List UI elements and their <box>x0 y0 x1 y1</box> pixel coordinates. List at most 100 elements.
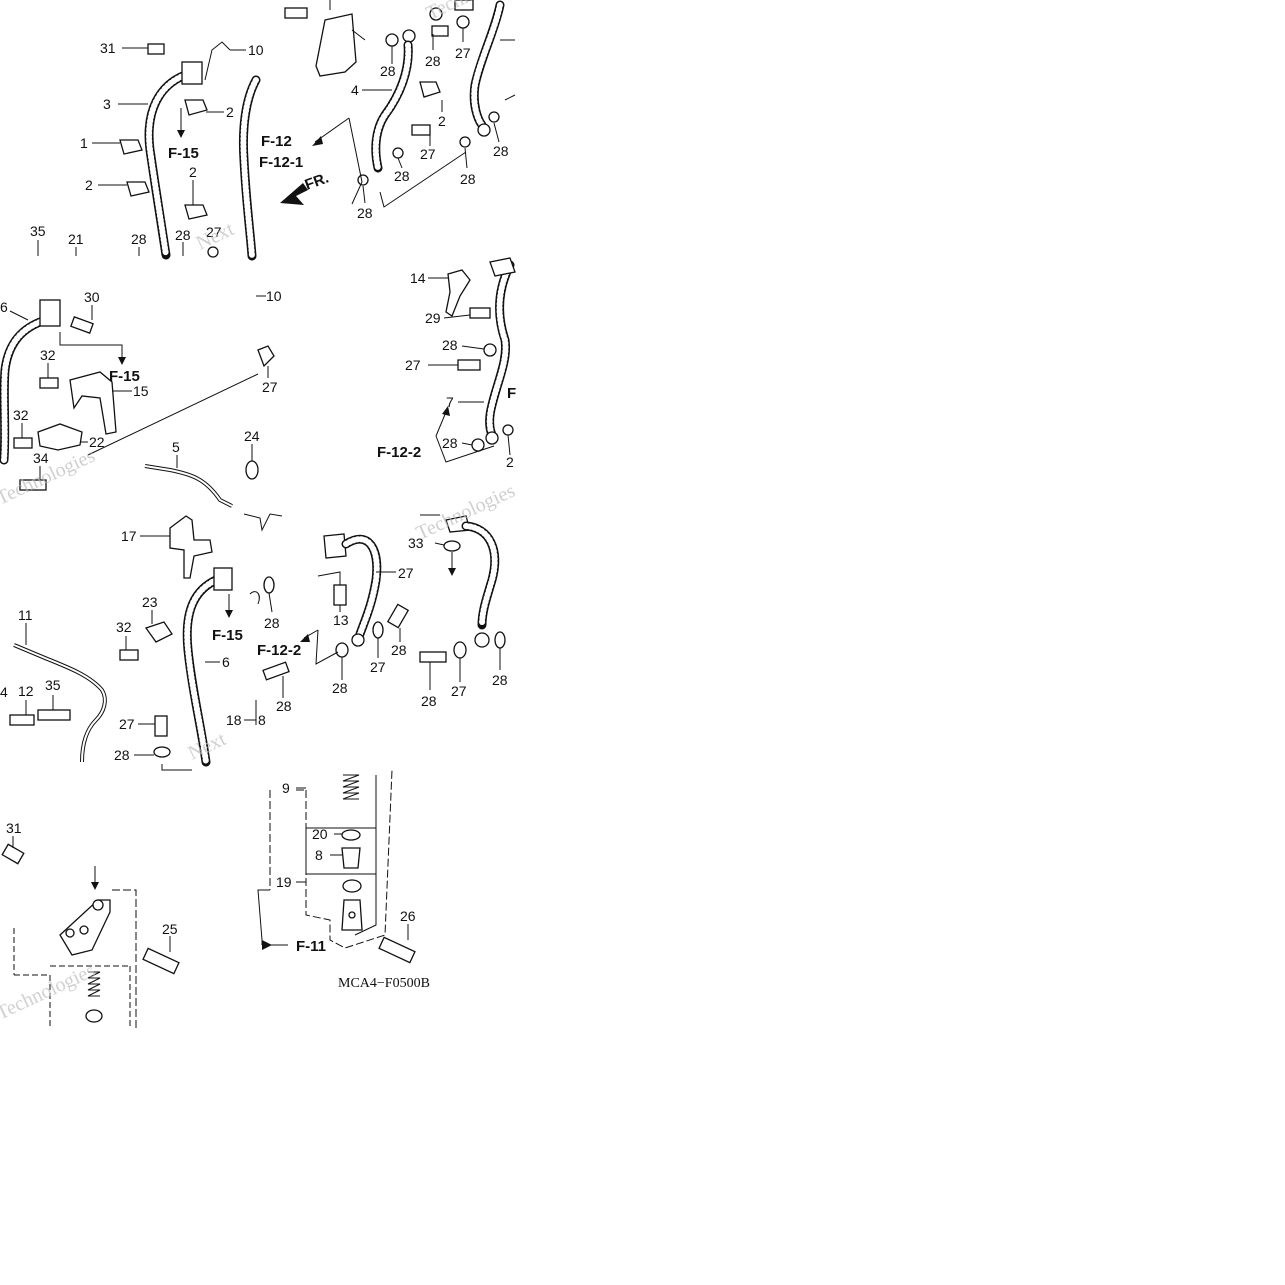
washer-icon <box>335 642 349 658</box>
bracket-icon <box>204 41 231 81</box>
bolt-icon <box>70 316 94 334</box>
hose-fitting-icon <box>323 533 347 559</box>
callout-2: 2 <box>189 164 197 180</box>
callout-28: 28 <box>442 337 458 353</box>
bolt-icon <box>19 479 47 491</box>
callout-28: 28 <box>460 171 476 187</box>
callout-28: 27 <box>451 683 467 699</box>
bolt-icon <box>262 661 290 681</box>
washer-icon <box>453 641 467 659</box>
callout-11: 11 <box>18 607 33 623</box>
callout-28: 28 <box>394 168 410 184</box>
diagram-code: MCA4−F0500B <box>338 976 430 991</box>
washer-icon <box>471 438 485 452</box>
callout-19: 19 <box>276 874 292 890</box>
ref-f-15: F-15 <box>109 368 140 385</box>
callout-32: 32 <box>40 347 56 363</box>
ref-front: FR. <box>303 170 332 194</box>
callout-21: 21 <box>68 231 84 247</box>
callout-2: 2 <box>506 454 514 470</box>
clip-icon <box>119 139 143 155</box>
bolt-icon <box>39 377 59 389</box>
clip-icon <box>419 81 441 98</box>
spring-icon <box>342 774 360 800</box>
callout-26: 26 <box>400 908 416 924</box>
callout-28: 28 <box>131 231 147 247</box>
callout-4: 4 <box>0 684 8 700</box>
ref-f-12-2: F-12-2 <box>257 642 301 659</box>
panel-rear-lines-lower: 17 23 32 28 6 11 4 12 35 27 28 18 8 F-15 <box>0 515 280 771</box>
bolt-icon <box>457 359 481 371</box>
clip-icon <box>184 99 208 116</box>
hose-fitting-icon <box>39 299 61 327</box>
clip-icon <box>126 181 150 197</box>
svg-text:Technologies: Technologies <box>413 480 519 545</box>
ref-f-12: F-12 <box>261 133 292 150</box>
bolt-icon <box>1 843 25 865</box>
callout-22: 22 <box>89 434 105 450</box>
callout-27: 27 <box>262 379 278 395</box>
callout-24: 24 <box>244 428 260 444</box>
callout-28: 27 <box>370 659 386 675</box>
panel-front-hose-right: 28 28 27 4 2 27 28 28 28 28 F-12 F-12-1 … <box>259 0 516 221</box>
front-direction-arrow-icon <box>280 183 308 205</box>
bolt-icon <box>386 603 410 629</box>
bolt-icon <box>469 307 491 319</box>
washer-icon <box>456 15 470 29</box>
bracket-icon <box>169 515 213 579</box>
callout-7: 7 <box>446 394 454 410</box>
bolt-icon <box>431 25 449 37</box>
callout-28: 28 <box>442 435 458 451</box>
washer-icon <box>153 746 171 758</box>
bolt-icon <box>257 345 275 368</box>
callout-5: 5 <box>172 439 180 455</box>
callout-9: 9 <box>282 780 290 796</box>
callout-32: 32 <box>13 407 29 423</box>
callout-28: 28 <box>357 205 373 221</box>
bracket-icon <box>69 371 117 435</box>
callout-28: 28 <box>114 747 130 763</box>
panel-rear-hose-right: 14 29 28 27 7 28 2 F F-12-2 <box>377 257 516 470</box>
bolt-icon <box>147 43 165 55</box>
washer-icon <box>502 424 514 436</box>
callout-3: 3 <box>103 96 111 112</box>
ref-f-11: F-11 <box>296 938 326 955</box>
washer-icon <box>459 136 471 148</box>
callout-31: 31 <box>6 820 22 836</box>
washer-icon <box>443 540 461 552</box>
callout-15: 15 <box>133 383 149 399</box>
callout-27: 27 <box>119 716 135 732</box>
callout-30: 30 <box>84 289 100 305</box>
panel-valve-assembly: 9 20 8 19 26 F-11 MCA4−F0500B <box>257 769 430 991</box>
washer-icon <box>488 111 500 123</box>
bolt-icon <box>454 0 474 11</box>
panel-front-hose-left: 31 10 3 2 1 2 2 35 21 28 28 27 F-15 <box>30 40 264 261</box>
o-ring-icon <box>341 829 361 841</box>
bolt-icon <box>13 437 33 449</box>
callout-17: 17 <box>121 528 137 544</box>
callout-28: 28 <box>492 672 508 688</box>
ref-f-15: F-15 <box>212 627 243 644</box>
callout-27: 27 <box>206 224 222 240</box>
panel-rear-lines-left: 6 30 10 32 15 27 32 22 34 5 24 F-15 <box>0 288 283 532</box>
callout-8: 8 <box>315 847 323 863</box>
valve-seal-icon <box>341 847 361 869</box>
washer-icon <box>357 174 369 186</box>
svg-text:Technologies: Technologies <box>0 445 99 510</box>
bracket-icon <box>37 423 83 451</box>
bolt-icon <box>333 584 347 606</box>
svg-text:Technologies: Technologies <box>0 960 99 1025</box>
bolt-icon <box>419 651 447 663</box>
bolt-icon <box>411 124 431 136</box>
washer-icon <box>483 343 497 357</box>
callout-1: 1 <box>80 135 88 151</box>
brake-pipe-icon <box>13 643 107 763</box>
callout-27: 28 <box>391 642 407 658</box>
callout-28: 28 <box>332 680 348 696</box>
callout-6: 6 <box>0 299 8 315</box>
callout-34: 34 <box>33 450 49 466</box>
hose-fitting-icon <box>489 257 516 277</box>
callout-28: 33 <box>408 535 424 551</box>
hose-fitting-icon <box>181 61 203 85</box>
